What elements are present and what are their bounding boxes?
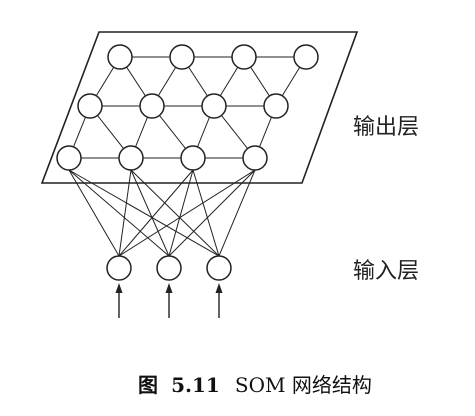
caption-number: 5.11 <box>171 373 220 397</box>
input-neuron <box>156 255 182 281</box>
output-layer-plane <box>40 31 359 184</box>
input-output-edge <box>168 169 256 257</box>
output-neuron <box>201 93 227 119</box>
input-output-edge <box>118 169 256 257</box>
output-neuron <box>231 44 257 70</box>
input-output-edge <box>168 169 194 257</box>
input-output-edge <box>130 169 220 257</box>
input-layer-label: 输入层 <box>353 259 419 284</box>
input-neuron <box>206 255 232 281</box>
input-arrow <box>215 283 223 318</box>
input-arrow-head <box>115 283 123 293</box>
output-neuron <box>77 93 103 119</box>
figure-caption: 图 5.11 SOM 网络结构 <box>138 373 372 397</box>
input-output-edge <box>118 169 194 257</box>
input-arrow <box>115 283 123 318</box>
input-output-edge <box>192 169 220 257</box>
output-neuron <box>139 93 165 119</box>
output-neuron <box>169 44 195 70</box>
output-neuron <box>263 93 289 119</box>
output-neuron <box>180 145 206 171</box>
output-layer-label: 输出层 <box>353 115 419 140</box>
output-neuron <box>56 145 82 171</box>
input-output-edge <box>68 169 120 257</box>
input-arrow-head <box>165 283 173 293</box>
output-neuron <box>118 145 144 171</box>
caption-prefix: 图 <box>138 373 158 397</box>
output-neuron <box>293 44 319 70</box>
input-output-edge <box>68 169 220 257</box>
input-neuron <box>106 255 132 281</box>
input-arrow <box>165 283 173 318</box>
input-output-edge <box>218 169 256 257</box>
output-neuron <box>242 145 268 171</box>
output-neuron <box>107 44 133 70</box>
caption-title: SOM 网络结构 <box>235 373 372 397</box>
input-output-edge <box>68 169 170 257</box>
node-layer <box>56 44 319 281</box>
input-output-edge <box>118 169 132 257</box>
input-arrow-head <box>215 283 223 293</box>
input-output-edge <box>130 169 170 257</box>
